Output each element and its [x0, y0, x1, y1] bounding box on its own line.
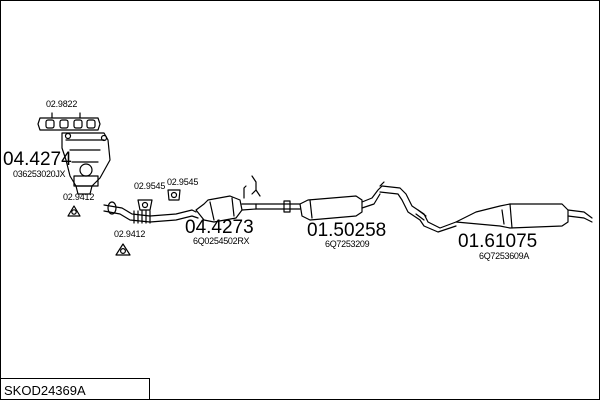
label-rear-silencer-number: 01.61075	[458, 231, 538, 252]
rear-silencer-shape	[455, 203, 593, 229]
label-gasket-manifold: 02.9822	[46, 99, 78, 109]
clamp-gasket-2-shape	[167, 189, 181, 201]
label-gasket-lower: 02.9412	[114, 229, 146, 239]
label-catalyst-number: 04.4273	[185, 217, 254, 238]
label-gasket-clamp-1: 02.9545	[134, 181, 166, 191]
label-gasket-left: 02.9412	[63, 192, 95, 202]
diagram-code-box: SKOD24369A	[0, 378, 150, 399]
label-rear-silencer-oem: 6Q7253609A	[479, 251, 530, 261]
catalyst-shape	[195, 185, 257, 223]
diagram-code: SKOD24369A	[4, 383, 86, 398]
connecting-pipe-shape	[379, 185, 457, 233]
lower-gasket-shape	[115, 243, 131, 256]
label-middle-silencer-number: 01.50258	[307, 220, 387, 241]
label-manifold-oem: 036253020JX	[13, 169, 66, 179]
clamp-gasket-1-shape	[137, 199, 153, 211]
intermediate-pipe-shape	[255, 200, 301, 213]
label-middle-silencer-oem: 6Q7253209	[325, 239, 370, 249]
front-pipe-shape	[103, 201, 199, 224]
label-catalyst-oem: 6Q0254502RX	[193, 236, 250, 246]
label-gasket-clamp-2: 02.9545	[167, 177, 199, 187]
manifold-gasket-shape	[37, 112, 101, 131]
label-manifold-number: 04.4274	[3, 149, 72, 170]
exhaust-manifold-shape	[61, 132, 111, 195]
lambda-sensor-shape	[251, 175, 261, 197]
left-gasket-shape	[67, 205, 81, 217]
middle-silencer-shape	[299, 181, 385, 221]
